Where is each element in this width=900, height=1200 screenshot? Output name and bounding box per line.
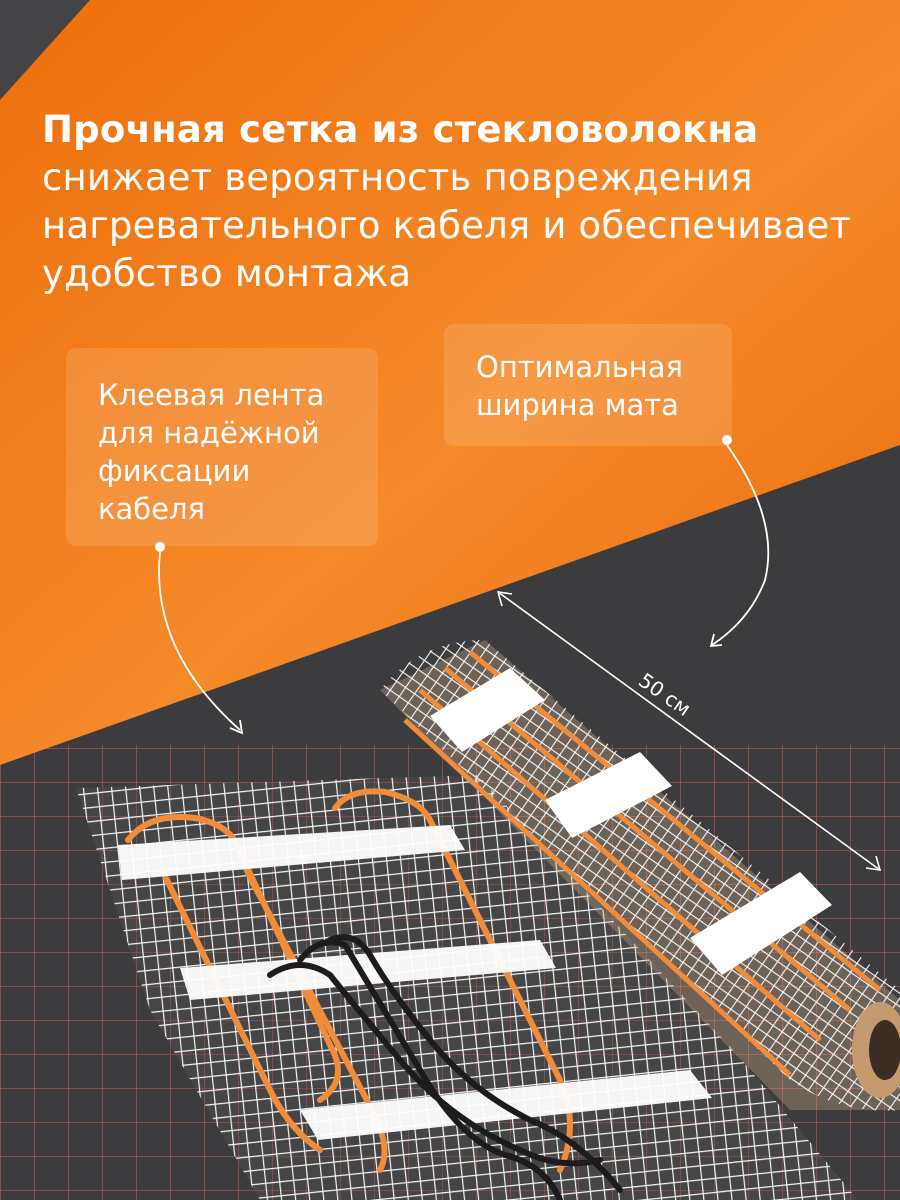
headline-line-1: снижает вероятность повреждения [42,156,753,199]
callout-width-line-1: Оптимальная [476,350,683,384]
power-cord [267,934,623,1200]
headline-bold: Прочная сетка из стекловолокна [42,108,759,151]
callout-tape-line-4: кабеля [98,492,205,526]
headline-line-2: нагревательного кабеля и обеспечивает [42,204,852,247]
callout-width-line-2: ширина мата [476,388,679,422]
callout-tape-line-1: Клеевая лента [98,378,325,412]
callout-tape-line-2: для надёжной [98,416,320,450]
callout-mat-width: Оптимальная ширина мата [444,324,732,446]
callout-tape-line-3: фиксации [98,454,251,488]
headline-line-3: удобство монтажа [42,252,412,295]
callout-adhesive-tape: Клеевая лента для надёжной фиксации кабе… [66,348,378,546]
headline: Прочная сетка из стекловолокна снижает в… [42,106,872,298]
